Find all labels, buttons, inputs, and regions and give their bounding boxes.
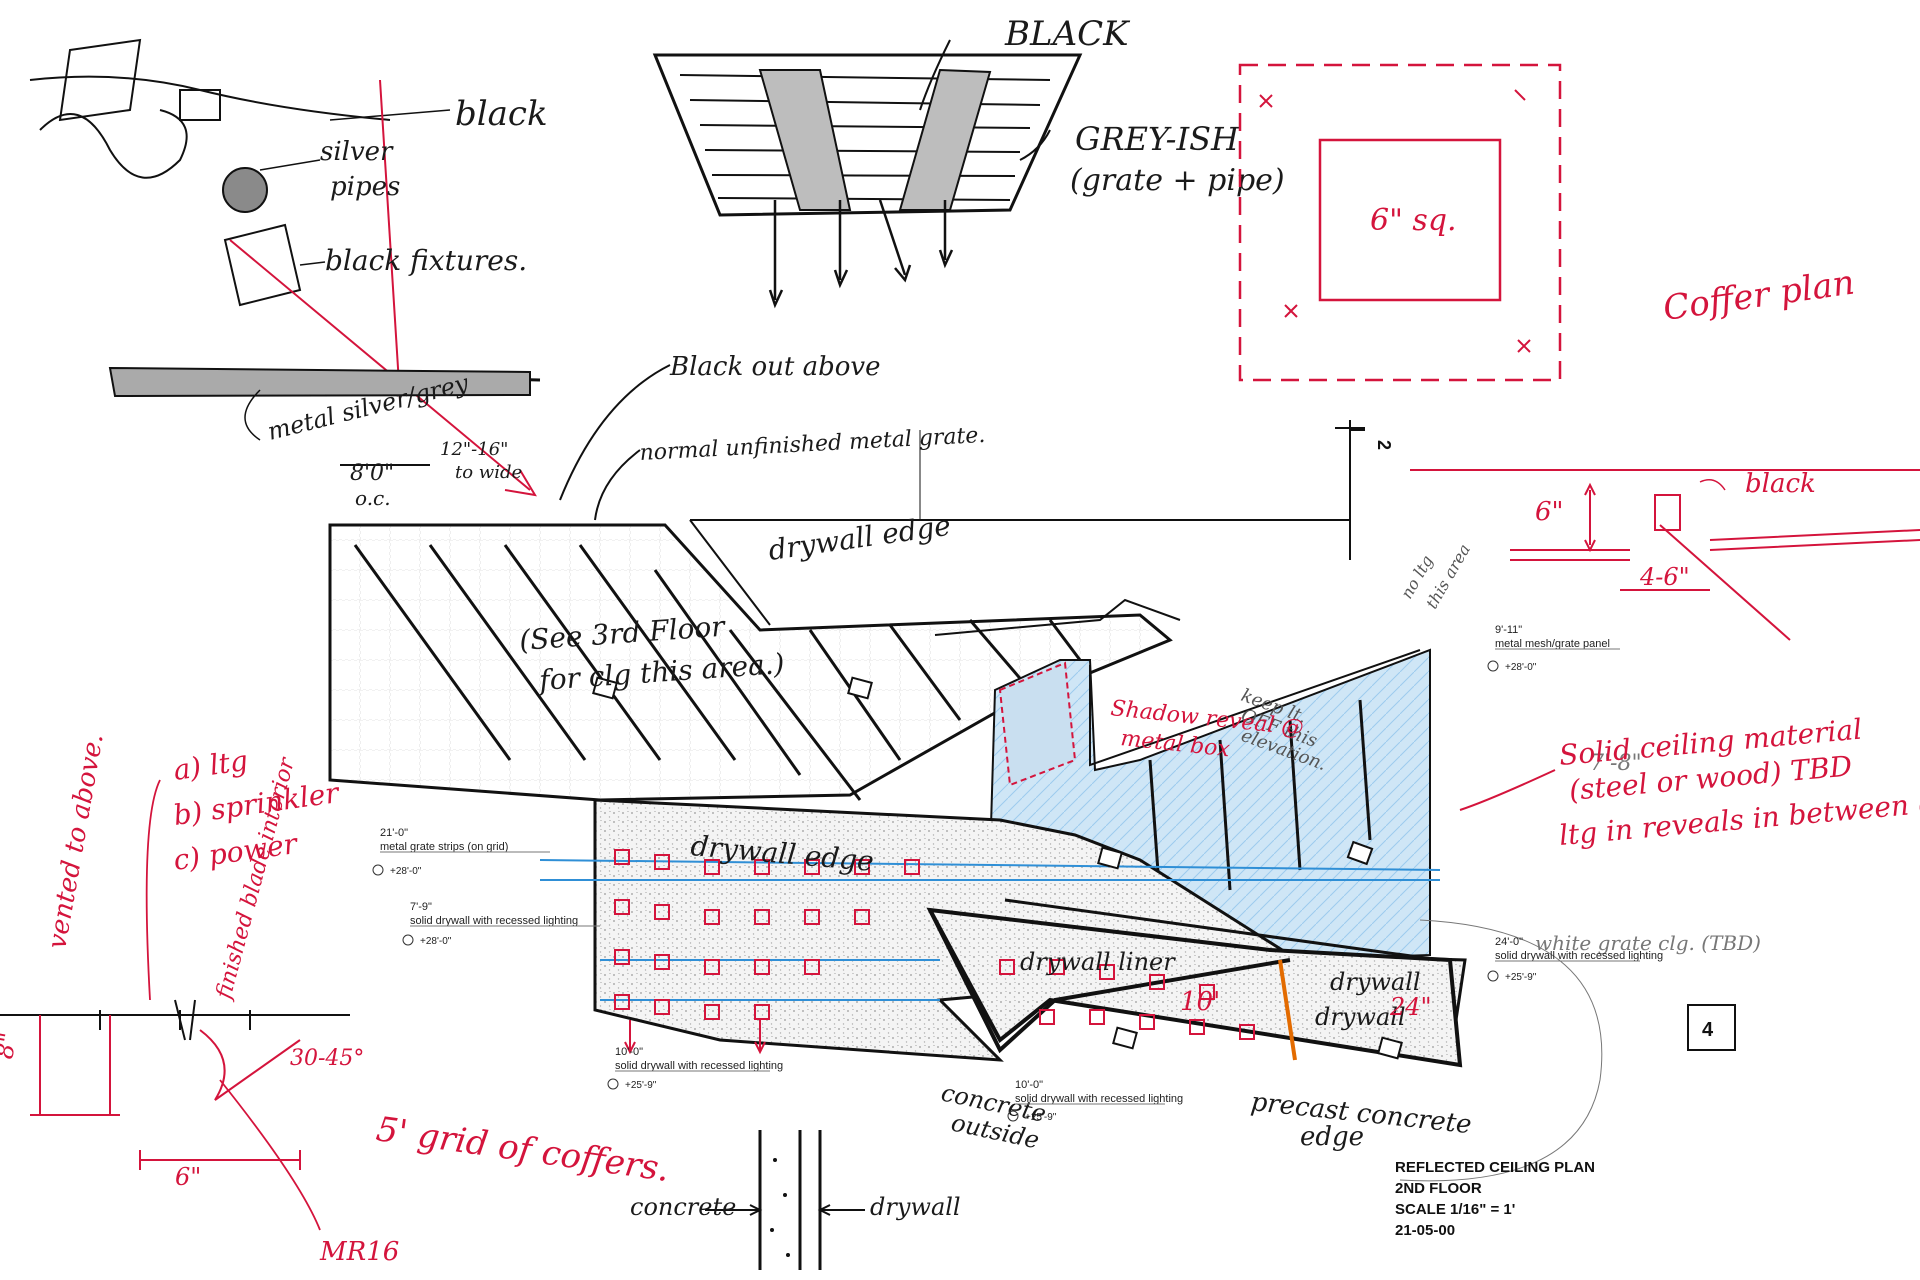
dim-8ft: 8'0" xyxy=(350,461,394,486)
note-coffer-plan: Coffer plan xyxy=(1661,263,1857,329)
note-precast-2: edge xyxy=(1300,1122,1364,1152)
printed-label-drywall-a: 7'-9" solid drywall with recessed lighti… xyxy=(402,901,600,947)
svg-text:24'-0": 24'-0" xyxy=(1495,936,1523,948)
note-silver: silver xyxy=(320,137,394,167)
svg-text:21'-0": 21'-0" xyxy=(380,827,408,839)
reveal-section-sketch xyxy=(1410,469,1920,641)
note-drywall-1: drywall xyxy=(1330,968,1421,996)
wall-section-sketch xyxy=(705,1130,865,1270)
scale-text: SCALE 1/16" = 1' xyxy=(1395,1201,1515,1218)
note-six-sq: 6" sq. xyxy=(1370,203,1457,238)
dim-width: 12"-16" xyxy=(440,439,508,460)
leader-blacked-out xyxy=(559,364,671,501)
svg-text:solid drywall with recessed li: solid drywall with recessed lighting xyxy=(410,915,578,927)
list-a: a) ltg xyxy=(171,744,250,787)
svg-text:solid drywall with recessed li: solid drywall with recessed lighting xyxy=(1015,1093,1183,1105)
dim-width-2: to wide xyxy=(455,462,522,483)
date-text: 21-05-00 xyxy=(1395,1222,1455,1239)
svg-text:metal mesh/grate panel: metal mesh/grate panel xyxy=(1495,638,1610,650)
list-c: c) power xyxy=(171,827,300,877)
note-grate-pipe: (grate + pipe) xyxy=(1070,163,1285,198)
dim-7-8: 7'-8" xyxy=(1590,751,1642,776)
svg-text:+28'-0": +28'-0" xyxy=(420,936,452,947)
note-black-fixtures: black fixtures. xyxy=(325,244,527,277)
dim-24: 24" xyxy=(1389,993,1432,1021)
north-tag: 2 xyxy=(1374,440,1394,450)
dim-oc: o.c. xyxy=(355,486,391,510)
grate-sketch xyxy=(652,39,1083,309)
svg-text:metal grate strips (on grid): metal grate strips (on grid) xyxy=(380,841,508,853)
coffer-plan-sketch xyxy=(1238,63,1562,382)
floor-plan xyxy=(328,420,1603,1182)
title-block: REFLECTED CEILING PLAN 2ND FLOOR SCALE 1… xyxy=(1395,1159,1595,1239)
note-black-top: BLACK xyxy=(1004,14,1131,54)
svg-text:+25'-9": +25'-9" xyxy=(625,1080,657,1091)
svg-text:4: 4 xyxy=(1702,1019,1714,1041)
svg-text:10'-0": 10'-0" xyxy=(1015,1079,1043,1091)
leader-solid-ceiling xyxy=(1459,769,1556,811)
note-concrete: concrete xyxy=(630,1193,736,1221)
note-drywall-2: drywall xyxy=(1315,1003,1406,1031)
dim-4-6: 4-6" xyxy=(1639,563,1690,591)
dim-6: 6" xyxy=(1535,497,1564,527)
printed-label-drywall-d: 24'-0" solid drywall with recessed light… xyxy=(1487,936,1663,983)
note-drywall-edge-top: drywall edge xyxy=(766,509,952,567)
note-white-grate: white grate clg. (TBD) xyxy=(1535,931,1761,955)
note-mr16: MR16 xyxy=(319,1237,399,1267)
note-drywall-bottom: drywall xyxy=(870,1193,961,1221)
dim-6in: 6" xyxy=(175,1163,201,1191)
svg-text:+25'-9": +25'-9" xyxy=(1025,1112,1057,1123)
svg-text:solid drywall with recessed li: solid drywall with recessed lighting xyxy=(615,1060,783,1072)
note-drywall-liner: drywall liner xyxy=(1020,948,1176,976)
dim-8in: 8" xyxy=(0,1030,22,1061)
svg-text:7'-9": 7'-9" xyxy=(410,901,432,913)
svg-text:+25'-9": +25'-9" xyxy=(1505,972,1537,983)
coffer-grid xyxy=(614,849,1255,1040)
svg-text:solid drywall with recessed li: solid drywall with recessed lighting xyxy=(1495,950,1663,962)
pipe-fixture-sketch xyxy=(29,38,541,497)
svg-text:+28'-0": +28'-0" xyxy=(390,866,422,877)
note-no-ltg-2: this area xyxy=(1422,541,1474,612)
svg-text:+28'-0": +28'-0" xyxy=(1505,662,1537,673)
note-grid-coffers: 5' grid of coffers. xyxy=(374,1109,672,1190)
printed-label-grate: 21'-0" metal grate strips (on grid) +28'… xyxy=(372,827,550,877)
sheet-number-box: 4 xyxy=(1687,1004,1736,1051)
printed-label-mesh: 9'-11" metal mesh/grate panel +28'-0" xyxy=(1487,624,1620,673)
note-greyish: GREY-ISH xyxy=(1075,120,1240,158)
svg-text:9'-11": 9'-11" xyxy=(1495,624,1522,636)
dim-10: 10' xyxy=(1180,987,1220,1017)
note-vented: vented to above. xyxy=(42,731,109,951)
note-normal-grate: normal unfinished metal grate. xyxy=(639,423,986,466)
note-pipes: pipes xyxy=(330,172,400,202)
note-blacked-out: Black out above xyxy=(669,352,881,382)
title-text: REFLECTED CEILING PLAN xyxy=(1395,1159,1595,1176)
pipe-fixture-icon xyxy=(222,167,268,213)
dim-30-45: 30-45° xyxy=(290,1046,364,1071)
coffer-section-sketch xyxy=(0,779,350,1231)
printed-label-drywall-b: 10'-0" solid drywall with recessed light… xyxy=(607,1046,783,1091)
note-black-left: black xyxy=(455,94,548,134)
printed-label-drywall-c: 10'-0" solid drywall with recessed light… xyxy=(1007,1079,1183,1123)
leader-normal-grate xyxy=(594,449,641,521)
svg-text:10'-0": 10'-0" xyxy=(615,1046,643,1058)
floor-text: 2ND FLOOR xyxy=(1395,1180,1482,1197)
note-black-red: black xyxy=(1745,469,1816,499)
